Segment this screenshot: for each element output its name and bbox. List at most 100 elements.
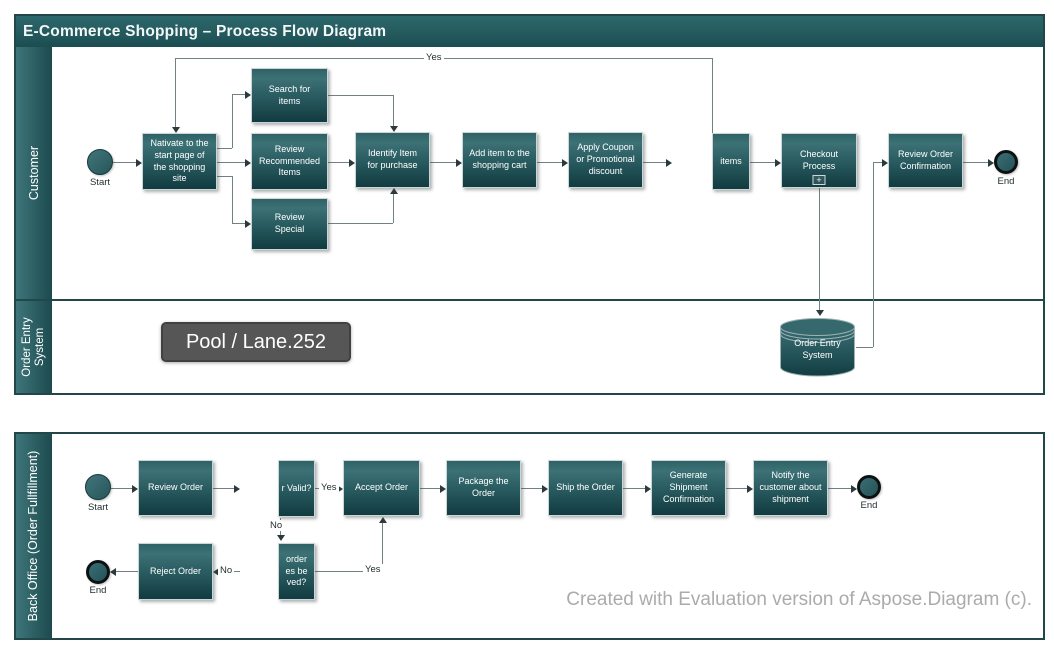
flow-line (828, 488, 851, 489)
arrowhead-r (775, 158, 781, 167)
task-checkout: Checkout Process+ (781, 133, 857, 188)
flow-label-reject-no: No (218, 565, 235, 576)
start-event (87, 149, 113, 175)
flow-line (420, 488, 440, 489)
task-search: Search for items (251, 68, 328, 123)
task-generate-confirmation: Generate Shipment Confirmation (651, 460, 726, 516)
flow-line (113, 162, 137, 163)
flow-line (712, 58, 713, 133)
flow-line (873, 162, 874, 347)
flow-line (217, 176, 232, 177)
flow-line (175, 58, 176, 127)
flow-line (963, 162, 988, 163)
end-event (994, 150, 1018, 174)
flow-line (430, 162, 456, 163)
flow-line (110, 488, 132, 489)
flow-line (315, 571, 382, 572)
flow-line (393, 194, 394, 223)
arrowhead-r (988, 158, 994, 167)
flow-line (328, 95, 393, 96)
arrowhead-r (851, 484, 857, 493)
flow-line (393, 95, 394, 126)
flow-line (232, 176, 233, 223)
flow-line (521, 488, 542, 489)
task-review-order: Review Order (138, 460, 213, 516)
arrowhead-r (645, 484, 651, 493)
flow-line (232, 94, 233, 148)
arrowhead-r (234, 484, 240, 493)
task-add-item: Add item to the shopping cart (462, 132, 537, 188)
flow-line (232, 223, 245, 224)
task-apply-coupon: Apply Coupon or Promotional discount (568, 132, 643, 188)
task-notify-customer: Notify the customer about shipment (753, 460, 828, 516)
end-event-label: End (860, 500, 878, 511)
cylinder-shape (780, 318, 855, 377)
arrowhead-r (666, 158, 672, 167)
diagram-title: E-Commerce Shopping – Process Flow Diagr… (23, 23, 387, 40)
flow-line (643, 162, 666, 163)
flow-line (819, 188, 820, 310)
arrowhead-r (440, 484, 446, 493)
evaluation-watermark: Created with Evaluation version of Aspos… (566, 589, 1032, 610)
arrowhead-d (389, 126, 398, 132)
flow-line (213, 488, 234, 489)
flow-line (750, 162, 775, 163)
flow-line (382, 523, 383, 571)
end-event (86, 560, 110, 584)
arrowhead-l (213, 567, 219, 576)
flow-line (623, 488, 645, 489)
datastore-label: Order Entry System (794, 338, 841, 360)
flow-line (175, 58, 712, 59)
task-resolve: order es be ved? (278, 543, 315, 600)
flow-line (726, 488, 747, 489)
arrowhead-d (276, 535, 285, 541)
lane-strip-order-entry-system (16, 301, 52, 393)
task-review-confirmation: Review Order Confirmation (888, 133, 963, 188)
task-reject-order: Reject Order (138, 543, 213, 600)
flow-label-resolve-yes: Yes (363, 564, 383, 575)
arrowhead-r (245, 158, 251, 167)
flow-line (217, 162, 245, 163)
flow-line (873, 162, 882, 163)
start-event-label: Start (87, 502, 109, 513)
start-event (85, 474, 111, 500)
lane-label-back-office: Back Office (Order Fullfillment) (26, 450, 40, 622)
task-ship-order: Ship the Order (548, 460, 623, 516)
lane-strip-customer (16, 47, 52, 299)
arrowhead-r (456, 158, 462, 167)
end-event-label: End (89, 585, 107, 596)
flow-line (856, 347, 873, 348)
arrowhead-l (110, 567, 116, 576)
pool-title-bar: E-Commerce Shopping – Process Flow Diagr… (16, 16, 1043, 47)
task-package-order: Package the Order (446, 460, 521, 516)
arrowhead-r (542, 484, 548, 493)
task-review-special: Review Special (251, 198, 328, 250)
arrowhead-r (747, 484, 753, 493)
arrowhead-r (136, 158, 142, 167)
arrowhead-r (562, 158, 568, 167)
flow-line (537, 162, 562, 163)
lane-label-customer: Customer (27, 145, 41, 201)
arrowhead-d (171, 127, 180, 133)
flow-label-valid-yes: Yes (319, 482, 339, 493)
arrowhead-r (245, 219, 251, 228)
end-event-label: End (997, 176, 1015, 187)
flow-line (217, 148, 232, 149)
flow-line (328, 162, 349, 163)
subprocess-plus-marker: + (812, 175, 826, 185)
lane-label-order-entry-system: Order Entry System (21, 317, 46, 377)
flow-line (328, 223, 393, 224)
task-accept-order: Accept Order (343, 460, 420, 516)
arrowhead-u (389, 188, 398, 194)
arrowhead-u (378, 517, 387, 523)
task-review-recommended: Review Recommended Items (251, 133, 328, 190)
lane-tooltip: Pool / Lane.252 (161, 322, 351, 362)
end-event (857, 475, 881, 499)
arrowhead-r (132, 484, 138, 493)
lane-divider (16, 299, 1043, 301)
arrowhead-r (245, 90, 251, 99)
task-order-valid: r Valid? (278, 460, 315, 517)
task-items: items (712, 133, 750, 190)
arrowhead-r (349, 158, 355, 167)
